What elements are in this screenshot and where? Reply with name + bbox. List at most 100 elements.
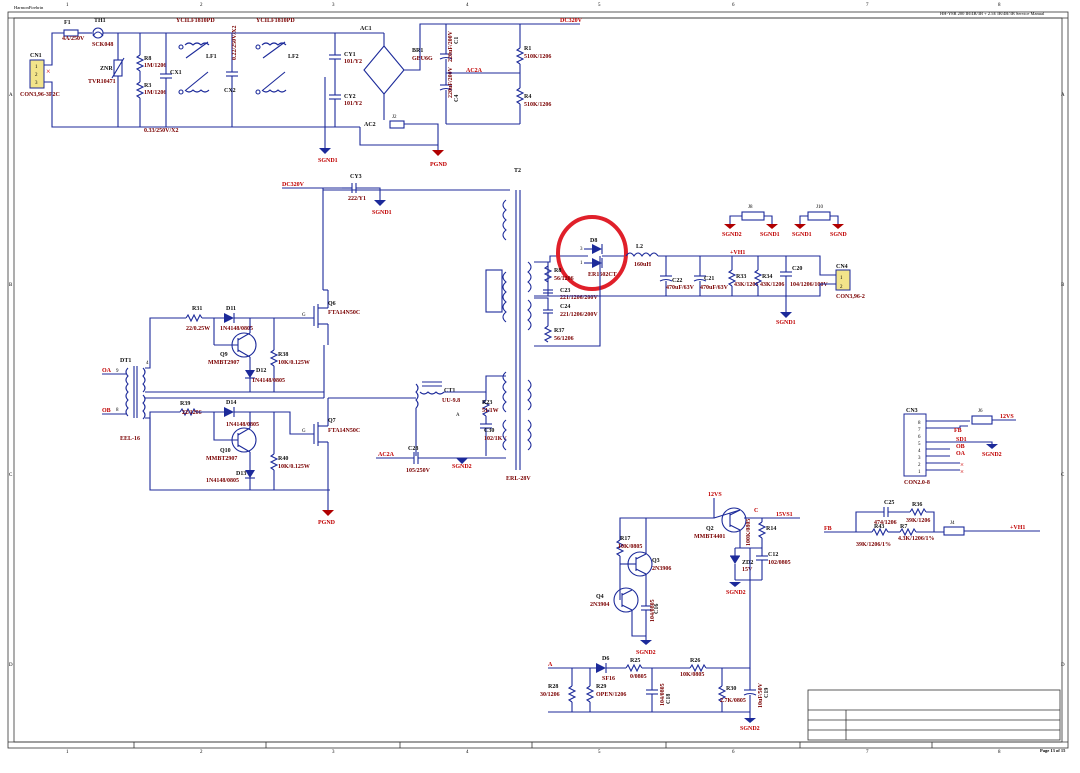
cn4-part: CON3,96-2 [836, 294, 865, 300]
c30-value: 102/1KV [484, 436, 507, 442]
r28-resistor [567, 685, 577, 703]
j4-ref: J4 [950, 521, 955, 526]
row-a: A [9, 93, 13, 98]
cn1-pin-3: 3 [35, 81, 38, 86]
t2-transformer [502, 190, 532, 470]
page-number: Page 13 of 15 [1040, 748, 1066, 753]
r17-value: 10K/0805 [618, 544, 642, 550]
cn3-fb: FB [954, 428, 962, 434]
r39-ref: R39 [180, 401, 190, 407]
lf1-ref: LF1 [206, 54, 217, 60]
r28-value: 30/1206 [540, 692, 560, 698]
r30-resistor [717, 685, 727, 703]
cn3-ob: OB [956, 444, 965, 450]
oa-label: OA [102, 368, 112, 374]
r26-resistor [689, 663, 707, 673]
r38-value: 10K/0.125W [278, 360, 310, 366]
gnd-label-j10a: SGND1 [792, 232, 812, 238]
q7-mosfet [313, 398, 329, 510]
r8-ref: R8 [144, 56, 151, 62]
q6-ref: Q6 [328, 301, 336, 307]
c4-ref: C4 [454, 95, 460, 102]
cn3-part: CON2.0-8 [904, 480, 930, 486]
ac2a-driver-label: AC2A [378, 452, 395, 458]
cx1-value: 0.33/250V/X2 [144, 128, 179, 134]
d14-ref: D14 [226, 400, 236, 406]
r7-value: 4.3K/1206/1% [898, 536, 935, 542]
col-2-bottom: 2 [200, 750, 203, 755]
col-6-bottom: 6 [732, 750, 735, 755]
c20-ref: C20 [792, 266, 802, 272]
d11-diode [224, 313, 234, 323]
d12-ref: D12 [256, 368, 266, 374]
sgnd1-label-2: SGND1 [372, 210, 392, 216]
r17-resistor [615, 539, 625, 557]
r30-value: 2.7K/0805 [720, 698, 746, 704]
r33-value: 43K/1206 [734, 282, 758, 288]
cn3-nc-icon: × [960, 468, 964, 476]
cn4-ref: CN4 [836, 264, 848, 270]
cn3-oa: OA [956, 451, 966, 457]
t2-part: ERL-28V [506, 476, 531, 482]
r23-resistor [481, 399, 491, 417]
q7-gate-pin: G [302, 429, 306, 434]
misc-value: 100K/0805 [746, 519, 752, 546]
r38-ref: R38 [278, 352, 288, 358]
r25-value: 0/0805 [630, 674, 647, 680]
c20-value: 104/1206/100V [790, 282, 828, 288]
q6-mosfet [313, 290, 329, 345]
r25-ref: R25 [630, 658, 640, 664]
c18-ref: C18 [666, 694, 672, 704]
q2-transistor [721, 507, 747, 533]
cn4-pin-2: 2 [840, 285, 843, 290]
q10-ref: Q10 [220, 448, 231, 454]
cn4-pin-1: 1 [840, 276, 843, 281]
col-8-bottom: 8 [998, 750, 1001, 755]
cn3-pin-6: 6 [918, 435, 921, 440]
ct1-pin-a: A [456, 413, 460, 418]
f1-ref: F1 [64, 20, 71, 26]
r43-value: 39K/1206/1% [856, 542, 891, 548]
col-4: 4 [466, 3, 469, 8]
r36-resistor [909, 507, 927, 517]
dt1-pin-8: 8 [116, 408, 119, 413]
title-block [807, 689, 1061, 741]
c23-value: 221/1206/200V [560, 295, 598, 301]
col-1-bottom: 1 [66, 750, 69, 755]
c24-value: 221/1206/200V [560, 312, 598, 318]
sgnd2-bottom: SGND2 [740, 726, 760, 732]
q3-ref: Q3 [652, 558, 660, 564]
r14-ref: R14 [766, 526, 776, 532]
r4-value: 510K/1206 [524, 102, 551, 108]
c1-ref: C1 [454, 37, 460, 44]
col-7-bottom: 7 [866, 750, 869, 755]
c16-ref: C16 [654, 604, 660, 614]
row-c: C [9, 473, 13, 478]
d8-pin-3: 3 [580, 247, 583, 252]
r43-ref: R43 [874, 524, 884, 530]
lf2-choke [255, 41, 287, 95]
t2-ref: T2 [514, 168, 521, 174]
header-left: HarmonFirebrin [14, 5, 44, 10]
c25-ref: C25 [884, 500, 894, 506]
v15-label: 15VS1 [776, 512, 793, 518]
r34-resistor [753, 269, 763, 287]
aux-stage: CN3 CON2.0-8 8 7 6 5 4 3 2 1 FB SD1 OB O… [540, 408, 1040, 732]
c12-value: 102/0805 [768, 560, 791, 566]
highlight-circle [556, 215, 628, 291]
l2-ref: L2 [636, 244, 643, 250]
sgnd2-zd2: SGND2 [726, 590, 746, 596]
r38-resistor [269, 349, 279, 367]
c18-value: 104/0805 [660, 683, 666, 706]
j10-ref: J10 [816, 205, 823, 210]
r37-resistor [543, 325, 553, 343]
row-d: D [9, 663, 13, 668]
c22-ref: C22 [672, 278, 682, 284]
r4-resistor [515, 87, 525, 105]
r26-ref: R26 [690, 658, 700, 664]
sgnd2-label: SGND2 [452, 464, 472, 470]
r31-resistor [185, 313, 203, 323]
r3-resistor [135, 81, 145, 99]
d6-value: SF16 [602, 676, 615, 682]
r31-value: 22/0.25W [186, 326, 210, 332]
